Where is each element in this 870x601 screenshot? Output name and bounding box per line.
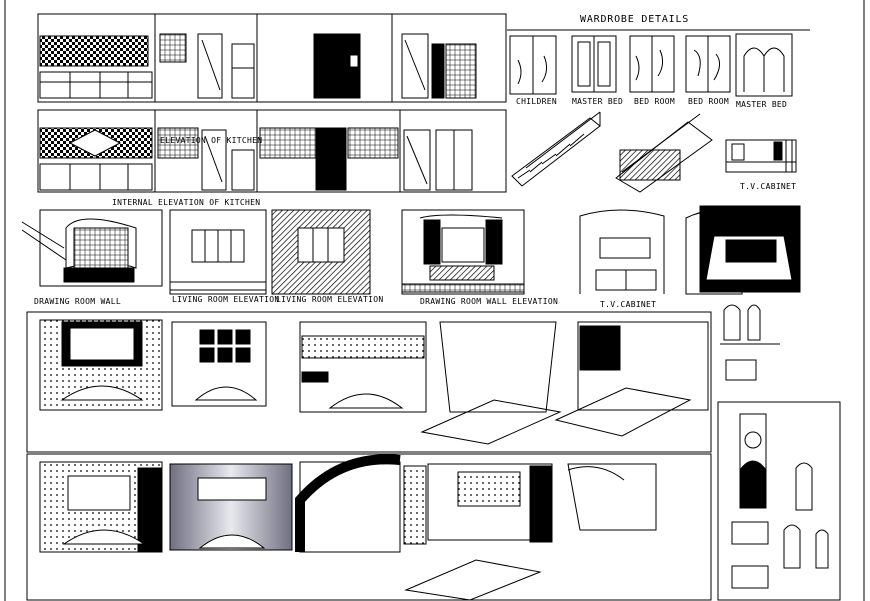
label-bed-room-2: BED ROOM [688,97,729,106]
label-children: CHILDREN [516,97,557,106]
label-bed-room-1: BED ROOM [634,97,675,106]
living-room-elevation-2 [271,209,371,295]
kitchen-elevation-1 [37,13,507,103]
label-internal-elevation: INTERNAL ELEVATION OF KITCHEN [112,198,261,207]
drawing-room-wall [21,209,163,287]
tv-cabinet-mid [579,209,665,294]
arched-elevation [685,205,801,295]
label-living-room-elev-1: LIVING ROOM ELEVATION [172,295,280,304]
drawing-room-wall-elevation [401,209,525,295]
bedroom-elevations-2 [26,453,712,601]
label-drawing-room-wall-elev: DRAWING ROOM WALL ELEVATION [420,297,559,306]
label-tv-cabinet-mid: T.V.CABINET [600,300,657,309]
living-room-elevation-1 [169,209,267,295]
kitchen-elevation-2 [37,109,507,193]
bedroom-elevations-1 [26,311,712,453]
label-drawing-room-wall: DRAWING ROOM WALL [34,297,121,306]
label-elevation-kitchen: ELEVATION OF KITCHEN [160,136,263,145]
wardrobe-details-title: WARDROBE DETAILS [580,14,690,25]
label-living-room-elev-2: LIVING ROOM ELEVATION [276,295,384,304]
label-master-bed: MASTER BED [572,97,624,106]
staircase-sketches [511,111,713,193]
side-details [717,304,841,601]
label-tv-cabinet-top: T.V.CABINET [740,182,797,191]
label-master-bed-2: MASTER BED [736,100,788,109]
wardrobe-details [507,29,810,97]
tv-cabinet-top [725,139,797,173]
